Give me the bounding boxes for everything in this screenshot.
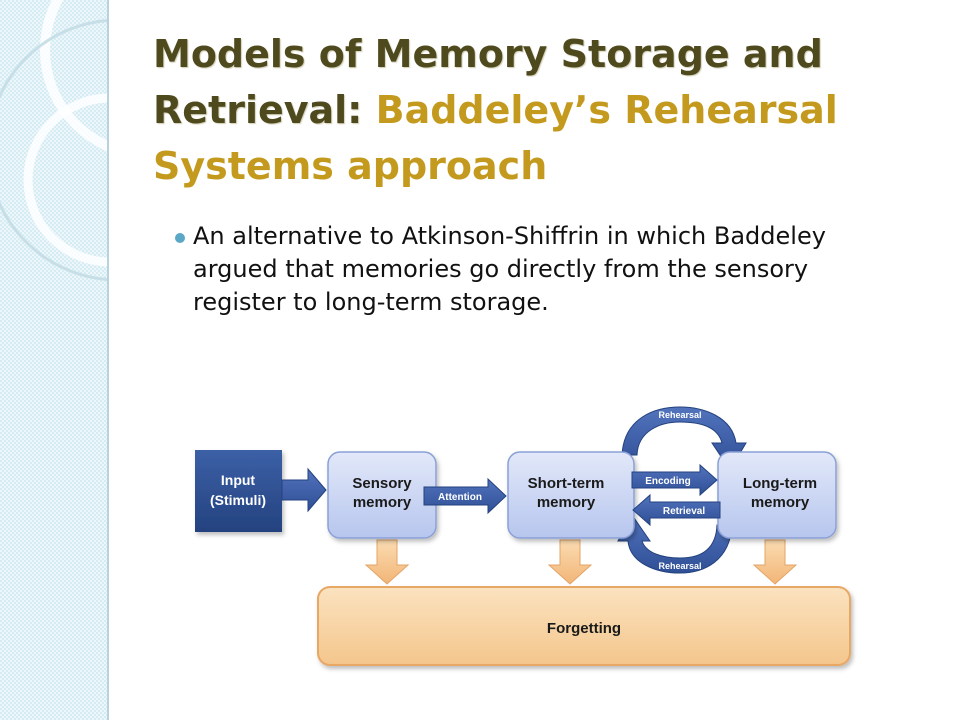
decorative-side-strip <box>0 0 109 720</box>
memory-model-diagram: Forgetting Input (Stimuli) Sensory memor… <box>195 406 851 666</box>
rehearsal-top-label: Rehearsal <box>658 410 701 420</box>
attention-label: Attention <box>438 492 482 503</box>
forgetting-box: Forgetting <box>317 586 851 666</box>
input-to-sensory-arrow <box>281 467 327 513</box>
slide-title: Models of Memory Storage and Retrieval: … <box>153 26 933 194</box>
forgetting-label: Forgetting <box>547 620 621 637</box>
encoding-arrow: Encoding <box>631 463 718 497</box>
forget-arrow-long-term <box>752 539 798 585</box>
bullet-list: An alternative to Atkinson-Shiffrin in w… <box>173 220 893 319</box>
short-term-label-line1: Short-term <box>528 475 605 492</box>
forget-arrow-short-term <box>547 539 593 585</box>
encoding-label: Encoding <box>645 476 691 487</box>
decorative-circles <box>0 0 107 282</box>
rehearsal-bottom-label: Rehearsal <box>658 561 701 571</box>
bullet-dot-icon <box>175 233 185 243</box>
input-box: Input (Stimuli) <box>195 450 282 532</box>
long-term-label-line1: Long-term <box>743 475 817 492</box>
sensory-memory-box: Sensory memory <box>327 451 437 539</box>
input-label-line2: (Stimuli) <box>210 492 266 508</box>
sensory-label-line2: memory <box>353 494 412 511</box>
slide-title-bold: Models of Memory Storage and Retrieval: <box>153 32 823 132</box>
slide-title-rest: Baddeley’s Rehearsal Systems approach <box>153 88 838 188</box>
short-term-label-line2: memory <box>537 494 596 511</box>
attention-arrow: Attention <box>423 477 507 515</box>
rehearsal-loop-bottom: Rehearsal <box>617 514 733 574</box>
bullet-item: An alternative to Atkinson-Shiffrin in w… <box>173 220 893 319</box>
input-label-line1: Input <box>221 472 256 488</box>
forget-arrow-sensory <box>364 539 410 585</box>
retrieval-label: Retrieval <box>663 506 705 517</box>
long-term-label-line2: memory <box>751 494 810 511</box>
sensory-label-line1: Sensory <box>352 475 412 492</box>
bullet-text: An alternative to Atkinson-Shiffrin in w… <box>193 222 826 316</box>
short-term-memory-box: Short-term memory <box>507 451 635 539</box>
retrieval-arrow: Retrieval <box>632 493 721 527</box>
long-term-memory-box: Long-term memory <box>717 451 837 539</box>
